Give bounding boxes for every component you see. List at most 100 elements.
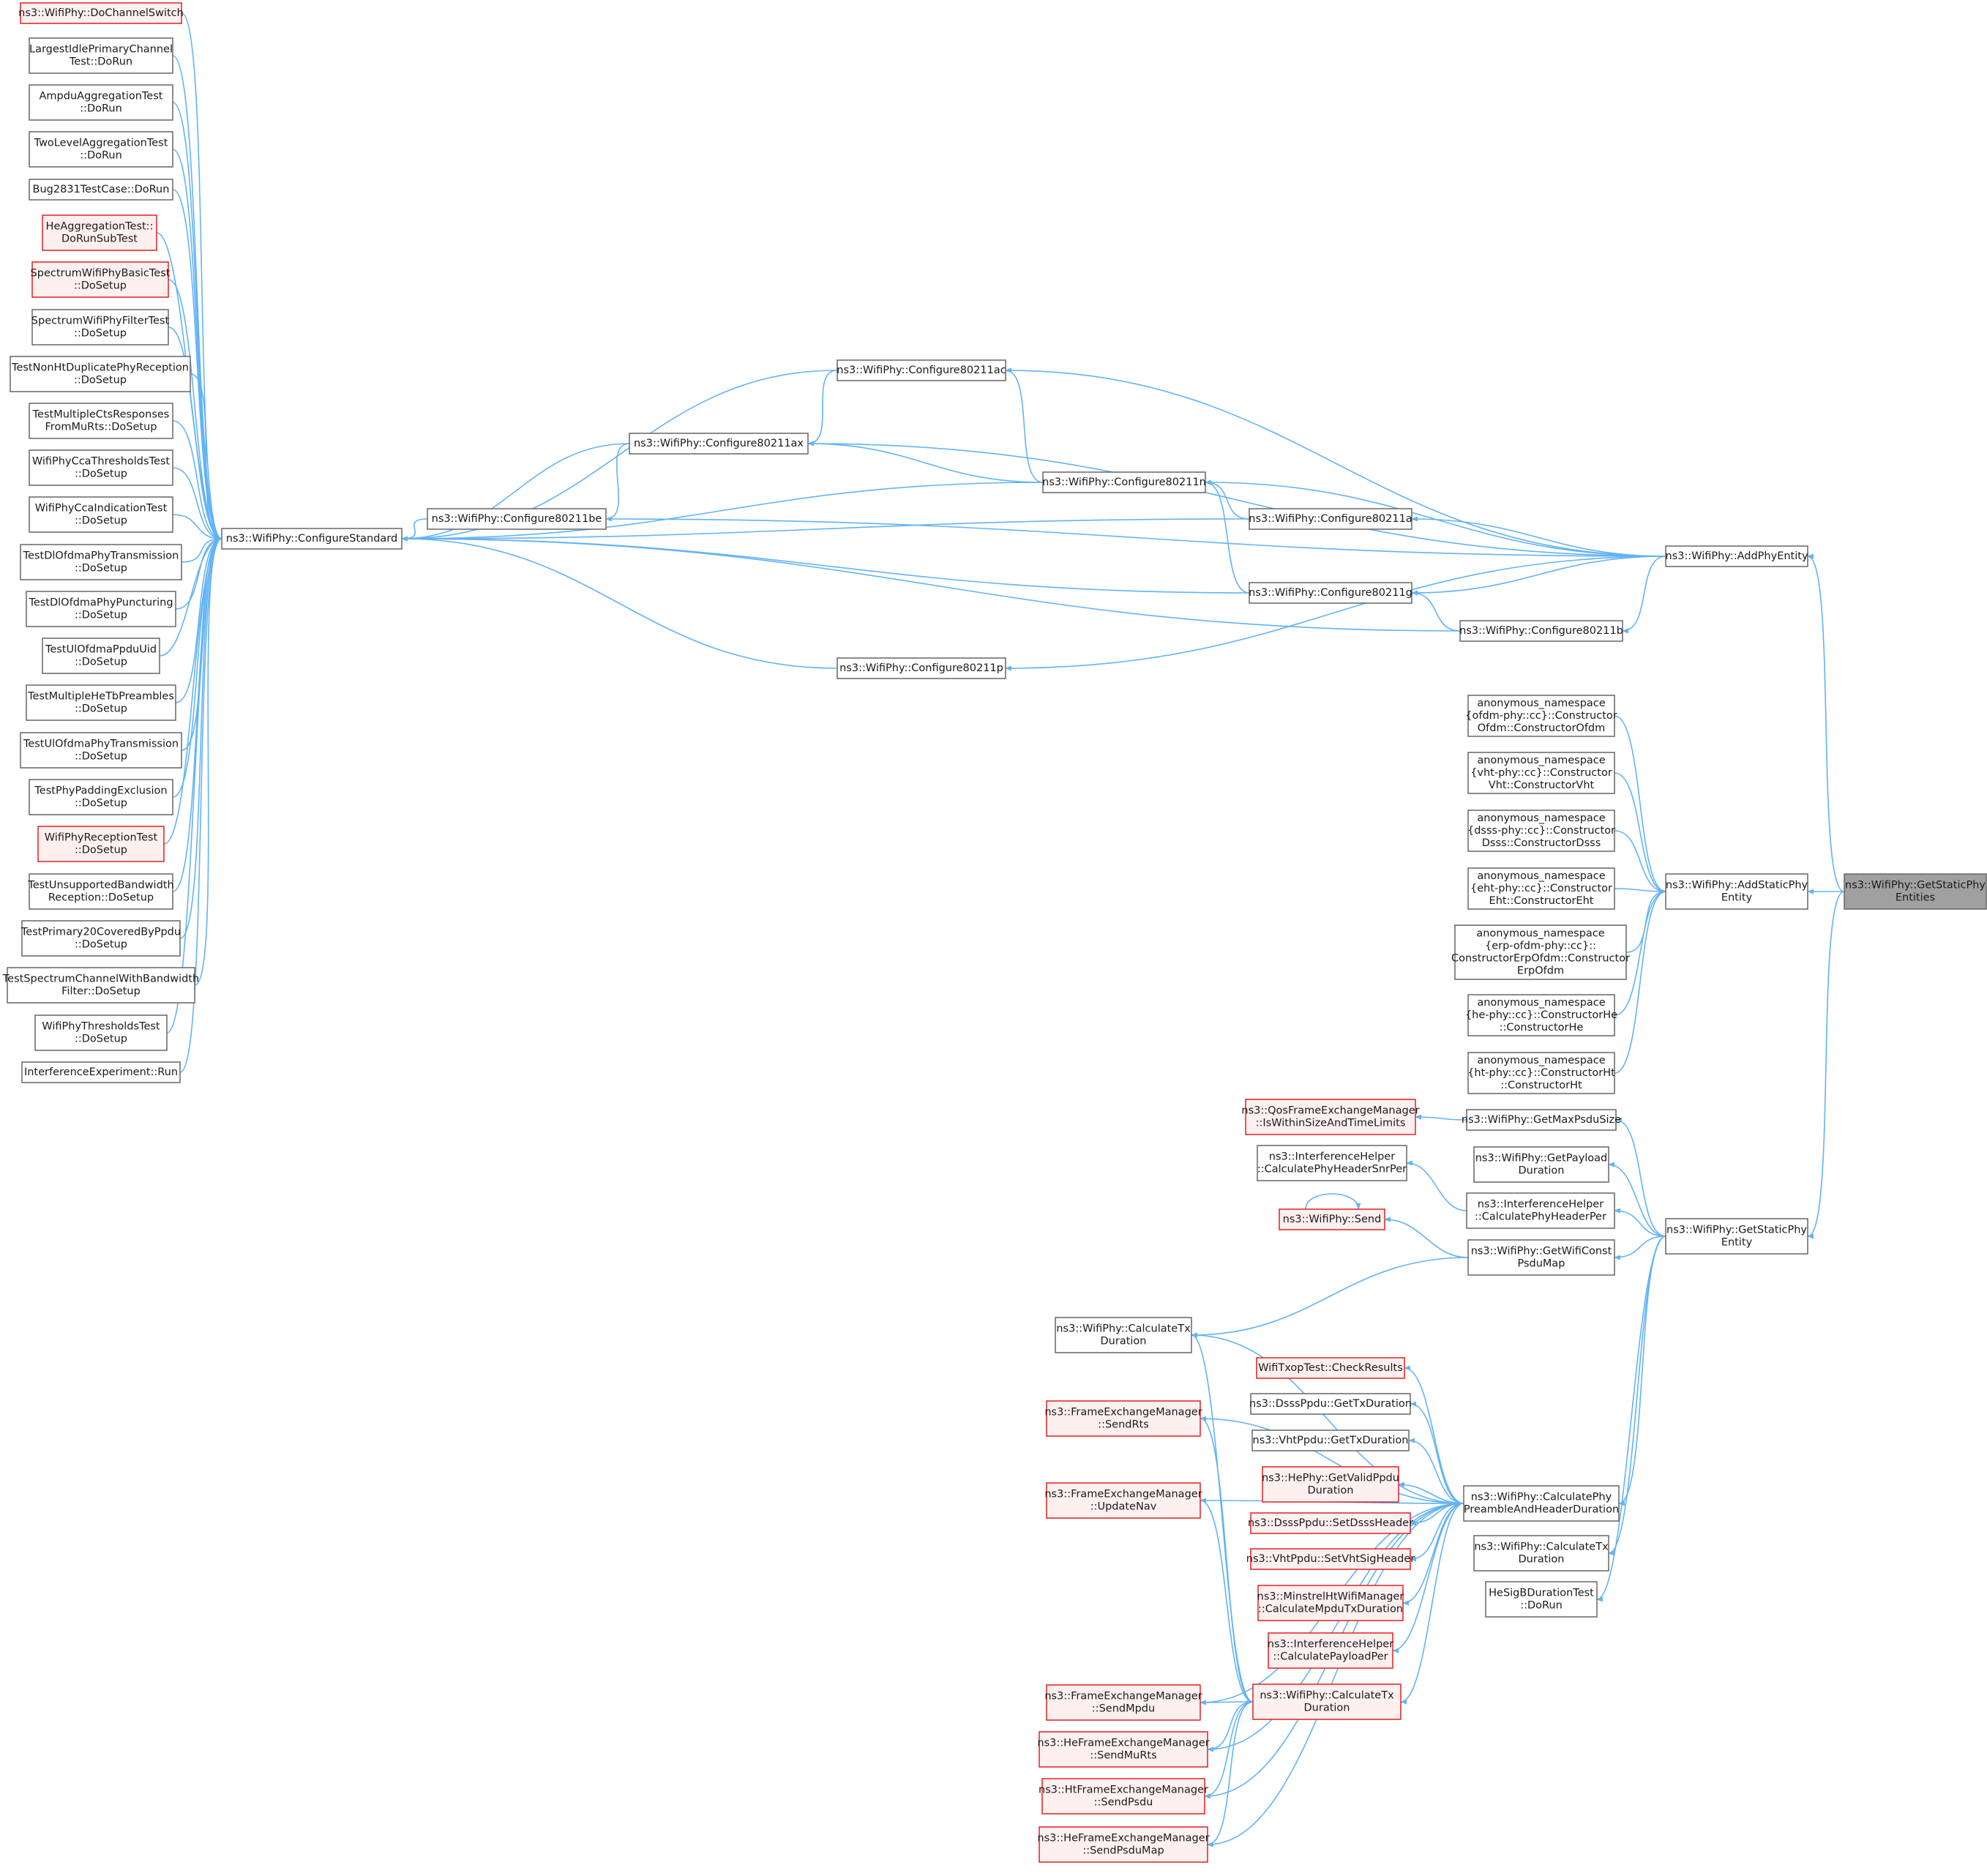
graph-node-c6[interactable]: anonymous_namespace{he-phy::cc}::Constru… — [1465, 994, 1617, 1036]
graph-node-be[interactable]: ns3::WifiPhy::Configure80211be — [427, 508, 607, 530]
graph-node-a[interactable]: ns3::WifiPhy::Configure80211a — [1249, 508, 1412, 530]
node-label-line: Duration — [1519, 1554, 1565, 1566]
graph-node-sendmurts[interactable]: ns3::HeFrameExchangeManager::SendMuRts — [1037, 1731, 1210, 1768]
graph-node-n9[interactable]: TestMultipleCtsResponsesFromMuRts::DoSet… — [29, 403, 173, 439]
node-box — [1046, 1482, 1201, 1519]
graph-node-g[interactable]: ns3::WifiPhy::Configure80211g — [1249, 582, 1412, 604]
node-box — [1463, 1485, 1620, 1522]
graph-node-n3[interactable]: TwoLevelAggregationTest::DoRun — [29, 131, 173, 168]
graph-node-cpahd[interactable]: ns3::WifiPhy::CalculatePhyPreambleAndHea… — [1463, 1485, 1620, 1522]
node-label-line: ::DoSetup — [74, 328, 127, 340]
graph-node-dsssd[interactable]: ns3::DsssPpdu::GetTxDuration — [1249, 1393, 1412, 1415]
graph-node-hesig[interactable]: HeSigBDurationTest::DoRun — [1485, 1581, 1598, 1618]
graph-node-n22[interactable]: WifiPhyThresholdsTest::DoSetup — [34, 1014, 168, 1051]
graph-node-b[interactable]: ns3::WifiPhy::Configure80211b — [1459, 620, 1623, 642]
graph-node-dsssh[interactable]: ns3::DsssPpdu::SetDsssHeader — [1248, 1512, 1413, 1534]
graph-node-n19[interactable]: TestUnsupportedBandwidthReception::DoSet… — [27, 873, 174, 910]
graph-node-vhtd[interactable]: ns3::VhtPpdu::GetTxDuration — [1251, 1430, 1410, 1451]
graph-node-minst[interactable]: ns3::MinstrelHtWifiManager::CalculateMpd… — [1257, 1585, 1404, 1621]
node-label-line: HeAggregationTest:: — [46, 221, 154, 233]
graph-node-n13[interactable]: TestDlOfdmaPhyPuncturing::DoSetup — [26, 591, 176, 627]
graph-node-n12[interactable]: TestDlOfdmaPhyTransmission::DoSetup — [20, 544, 182, 580]
graph-node-c5[interactable]: anonymous_namespace{erp-ofdm-phy::cc}::C… — [1451, 924, 1630, 980]
node-label-line: Reception::DoSetup — [48, 892, 154, 904]
node-box — [1467, 1239, 1615, 1276]
node-label-line: ns3::WifiPhy::DoChannelSwitch — [18, 7, 184, 19]
edge-c1-to-aspe — [1614, 715, 1666, 894]
node-label-line: WifiTxopTest::CheckResults — [1258, 1362, 1403, 1374]
graph-node-cs[interactable]: ns3::WifiPhy::ConfigureStandard — [221, 528, 403, 550]
node-label-line: anonymous_namespace — [1477, 755, 1605, 766]
node-label-line: anonymous_namespace — [1477, 698, 1605, 709]
graph-node-ihper[interactable]: ns3::InterferenceHelper::CalculatePhyHea… — [1466, 1192, 1615, 1229]
graph-node-ac[interactable]: ns3::WifiPhy::Configure80211ac — [837, 359, 1006, 381]
graph-node-n18[interactable]: WifiPhyReceptionTest::DoSetup — [37, 826, 165, 862]
graph-node-gmps[interactable]: ns3::WifiPhy::GetMaxPsduSize — [1462, 1109, 1621, 1131]
node-box — [37, 826, 165, 862]
node-label-line: {eht-phy::cc}::Constructor — [1470, 883, 1612, 894]
node-label-line: ::DoSetup — [75, 939, 127, 951]
graph-node-n21[interactable]: TestSpectrumChannelWithBandwidthFilter::… — [2, 967, 199, 1004]
node-label-line: ns3::WifiPhy::AddStaticPhy — [1666, 880, 1808, 892]
graph-node-vhts[interactable]: ns3::VhtPpdu::SetVhtSigHeader — [1246, 1548, 1415, 1570]
graph-node-c3[interactable]: anonymous_namespace{dsss-phy::cc}::Const… — [1467, 810, 1615, 852]
graph-node-n16[interactable]: TestUlOfdmaPhyTransmission::DoSetup — [20, 732, 182, 769]
graph-node-n10[interactable]: WifiPhyCcaThresholdsTest::DoSetup — [29, 449, 173, 486]
graph-node-n2[interactable]: AmpduAggregationTest::DoRun — [29, 84, 173, 121]
node-label-line: Duration — [1519, 1165, 1565, 1177]
graph-node-wtt[interactable]: WifiTxopTest::CheckResults — [1256, 1357, 1405, 1379]
node-label-line: ::SendRts — [1098, 1419, 1149, 1431]
graph-node-n11[interactable]: WifiPhyCcaIndicationTest::DoSetup — [29, 496, 173, 533]
graph-node-p[interactable]: ns3::WifiPhy::Configure80211p — [837, 657, 1006, 679]
node-box — [1467, 994, 1615, 1036]
node-label-line: anonymous_namespace — [1477, 997, 1605, 1009]
graph-node-n17[interactable]: TestPhyPaddingExclusion::DoSetup — [29, 779, 173, 815]
graph-node-sendpsdu[interactable]: ns3::HtFrameExchangeManager::SendPsdu — [1039, 1778, 1208, 1815]
graph-node-ape[interactable]: ns3::WifiPhy::AddPhyEntity — [1665, 545, 1808, 567]
graph-node-send[interactable]: ns3::WifiPhy::Send — [1279, 1208, 1385, 1230]
graph-node-c1[interactable]: anonymous_namespace{ofdm-phy::cc}::Const… — [1465, 695, 1617, 737]
node-label-line: TestUnsupportedBandwidth — [27, 880, 173, 892]
graph-node-sendpsdumap[interactable]: ns3::HeFrameExchangeManager::SendPsduMap — [1037, 1826, 1210, 1863]
graph-node-sendmpdu[interactable]: ns3::FrameExchangeManager::SendMpdu — [1044, 1684, 1202, 1721]
graph-node-c4[interactable]: anonymous_namespace{eht-phy::cc}::Constr… — [1467, 867, 1615, 910]
graph-node-c7[interactable]: anonymous_namespace{ht-phy::cc}::Constru… — [1467, 1052, 1615, 1094]
graph-node-sendrts[interactable]: ns3::FrameExchangeManager::SendRts — [1044, 1400, 1202, 1437]
node-label-line: ns3::VhtPpdu::SetVhtSigHeader — [1246, 1553, 1415, 1565]
node-label-line: ::ConstructorHt — [1500, 1080, 1582, 1091]
node-label-line: ns3::WifiPhy::CalculateTx — [1474, 1541, 1609, 1553]
graph-node-n7[interactable]: SpectrumWifiPhyFilterTest::DoSetup — [31, 309, 170, 345]
node-label-line: ns3::InterferenceHelper — [1478, 1199, 1604, 1211]
node-box — [1665, 545, 1808, 567]
graph-node-n4[interactable]: Bug2831TestCase::DoRun — [29, 179, 173, 201]
graph-node-n20[interactable]: TestPrimary20CoveredByPpdu::DoSetup — [20, 920, 181, 957]
node-label-line: ns3::WifiPhy::GetWifiConst — [1471, 1246, 1612, 1257]
node-box — [837, 657, 1006, 679]
graph-node-ihpp[interactable]: ns3::InterferenceHelper::CalculatePayloa… — [1268, 1632, 1393, 1669]
graph-node-n23[interactable]: InterferenceExperiment::Run — [21, 1061, 181, 1083]
graph-node-n0[interactable]: ns3::WifiPhy::DoChannelSwitch — [18, 2, 184, 24]
graph-node-n8[interactable]: TestNonHtDuplicatePhyReception::DoSetup — [10, 356, 191, 392]
graph-node-n14[interactable]: TestUlOfdmaPpduUid::DoSetup — [42, 638, 160, 674]
graph-node-qos[interactable]: ns3::QosFrameExchangeManager::IsWithinSi… — [1241, 1099, 1420, 1135]
node-box — [1250, 1393, 1411, 1415]
graph-node-ihsnr[interactable]: ns3::InterferenceHelper::CalculatePhyHea… — [1257, 1145, 1407, 1181]
node-label-line: ::DoRun — [80, 103, 122, 115]
graph-node-n5[interactable]: HeAggregationTest::DoRunSubTest — [42, 214, 157, 251]
graph-node-n6[interactable]: SpectrumWifiPhyBasicTest::DoSetup — [31, 261, 171, 298]
graph-node-updnav[interactable]: ns3::FrameExchangeManager::UpdateNav — [1044, 1482, 1202, 1519]
graph-node-ax[interactable]: ns3::WifiPhy::Configure80211ax — [629, 433, 809, 455]
graph-node-c2[interactable]: anonymous_namespace{vht-phy::cc}::Constr… — [1467, 752, 1615, 794]
graph-node-n11n[interactable]: ns3::WifiPhy::Configure80211n — [1042, 471, 1206, 493]
graph-node-n15[interactable]: TestMultipleHeTbPreambles::DoSetup — [26, 684, 176, 721]
